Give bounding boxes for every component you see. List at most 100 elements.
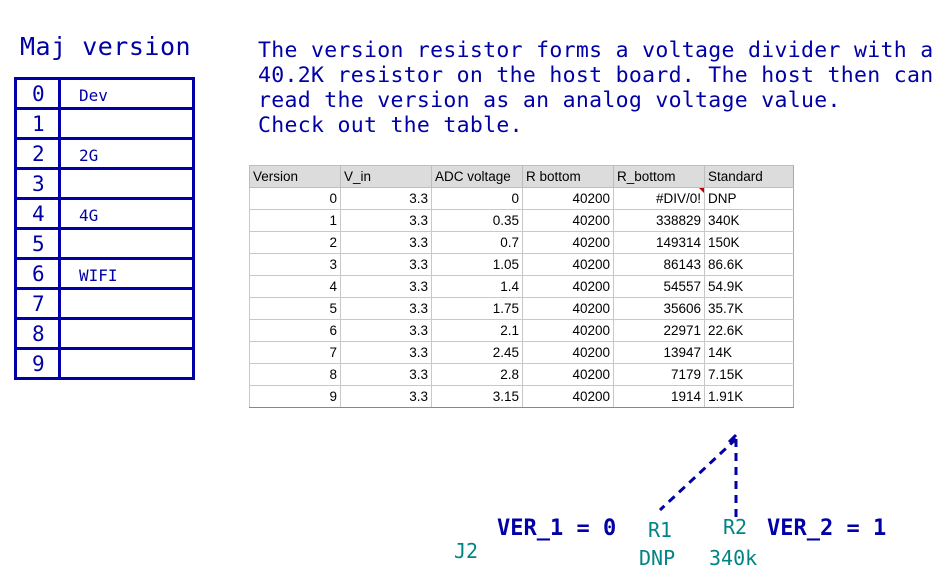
sheet-header-cell: Standard (704, 165, 794, 188)
sheet-header-cell: ADC voltage (431, 165, 523, 188)
resistor-value-r2: 340k (709, 546, 758, 570)
sheet-cell: 40200 (522, 297, 614, 320)
version-number: 8 (17, 320, 61, 347)
sheet-cell: 149314 (613, 231, 705, 254)
sheet-cell: 35606 (613, 297, 705, 320)
connector-ref-j2: J2 (454, 539, 479, 563)
sheet-cell: 2.1 (431, 319, 523, 342)
version-number: 2 (17, 140, 61, 167)
r1-wire (658, 437, 738, 512)
sheet-cell: 3.3 (340, 209, 432, 232)
sheet-cell: 7179 (613, 363, 705, 386)
net-label-ver2: VER_2 = 1 (767, 516, 887, 541)
sheet-cell: 40200 (522, 187, 614, 210)
sheet-cell: 2 (249, 231, 341, 254)
version-number: 1 (17, 110, 61, 137)
version-number: 4 (17, 200, 61, 227)
sheet-cell: 0.35 (431, 209, 523, 232)
wire-junction (727, 433, 738, 444)
sheet-cell: 3.3 (340, 187, 432, 210)
version-row-5: 5 (17, 230, 192, 260)
version-label: 2G (79, 146, 99, 165)
sheet-cell: 40200 (522, 363, 614, 386)
sheet-cell: #DIV/0! (613, 187, 705, 210)
sheet-cell: 150K (704, 231, 794, 254)
sheet-cell: 40200 (522, 341, 614, 364)
sheet-cell: 0 (431, 187, 523, 210)
sheet-cell: 1.05 (431, 253, 523, 276)
sheet-header-cell: R bottom (522, 165, 614, 188)
sheet-cell: 0.7 (431, 231, 523, 254)
sheet-header-cell: Version (249, 165, 341, 188)
version-row-2: 2 2G (17, 140, 192, 170)
sheet-cell: 3 (249, 253, 341, 276)
version-number: 0 (17, 80, 61, 107)
version-row-9: 9 (17, 350, 192, 377)
sheet-cell: 54557 (613, 275, 705, 298)
sheet-cell: 13947 (613, 341, 705, 364)
version-row-8: 8 (17, 320, 192, 350)
version-number: 7 (17, 290, 61, 317)
sheet-header-cell: V_in (340, 165, 432, 188)
note-line-2: 40.2K resistor on the host board. The ho… (258, 63, 933, 88)
sheet-cell: 35.7K (704, 297, 794, 320)
note-line-4: Check out the table. (258, 113, 523, 138)
sheet-cell: 7.15K (704, 363, 794, 386)
sheet-cell: 40200 (522, 385, 614, 408)
version-note: The version resistor forms a voltage div… (258, 38, 933, 138)
note-line-3: read the version as an analog voltage va… (258, 88, 841, 113)
sheet-cell: 4 (249, 275, 341, 298)
version-label: Dev (79, 86, 108, 105)
sheet-cell: 1.91K (704, 385, 794, 408)
sheet-cell: 2.45 (431, 341, 523, 364)
sheet-cell: 40200 (522, 319, 614, 342)
sheet-cell: 5 (249, 297, 341, 320)
sheet-cell: 340K (704, 209, 794, 232)
version-row-3: 3 (17, 170, 192, 200)
sheet-cell: 54.9K (704, 275, 794, 298)
sheet-cell: DNP (704, 187, 794, 210)
sheet-cell: 40200 (522, 275, 614, 298)
sheet-cell: 14K (704, 341, 794, 364)
sheet-cell: 3.3 (340, 363, 432, 386)
sheet-header-cell: R_bottom (613, 165, 705, 188)
sheet-cell: 9 (249, 385, 341, 408)
sheet-cell: 2.8 (431, 363, 523, 386)
sheet-cell: 40200 (522, 253, 614, 276)
sheet-cell: 1 (249, 209, 341, 232)
version-number: 6 (17, 260, 61, 287)
net-label-ver1: VER_1 = 0 (497, 516, 617, 541)
sheet-cell: 3.15 (431, 385, 523, 408)
sheet-cell: 0 (249, 187, 341, 210)
version-number: 3 (17, 170, 61, 197)
resistor-ref-r2: R2 (723, 515, 748, 539)
sheet-cell: 22971 (613, 319, 705, 342)
sheet-cell: 3.3 (340, 253, 432, 276)
version-row-0: 0 Dev (17, 80, 192, 110)
sheet-cell: 22.6K (704, 319, 794, 342)
sheet-cell: 1914 (613, 385, 705, 408)
version-number: 5 (17, 230, 61, 257)
sheet-cell: 8 (249, 363, 341, 386)
sheet-cell: 86.6K (704, 253, 794, 276)
note-line-1: The version resistor forms a voltage div… (258, 38, 933, 63)
sheet-cell: 3.3 (340, 341, 432, 364)
maj-version-title: Maj version (20, 32, 192, 61)
sheet-cell: 3.3 (340, 385, 432, 408)
sheet-cell: 3.3 (340, 231, 432, 254)
